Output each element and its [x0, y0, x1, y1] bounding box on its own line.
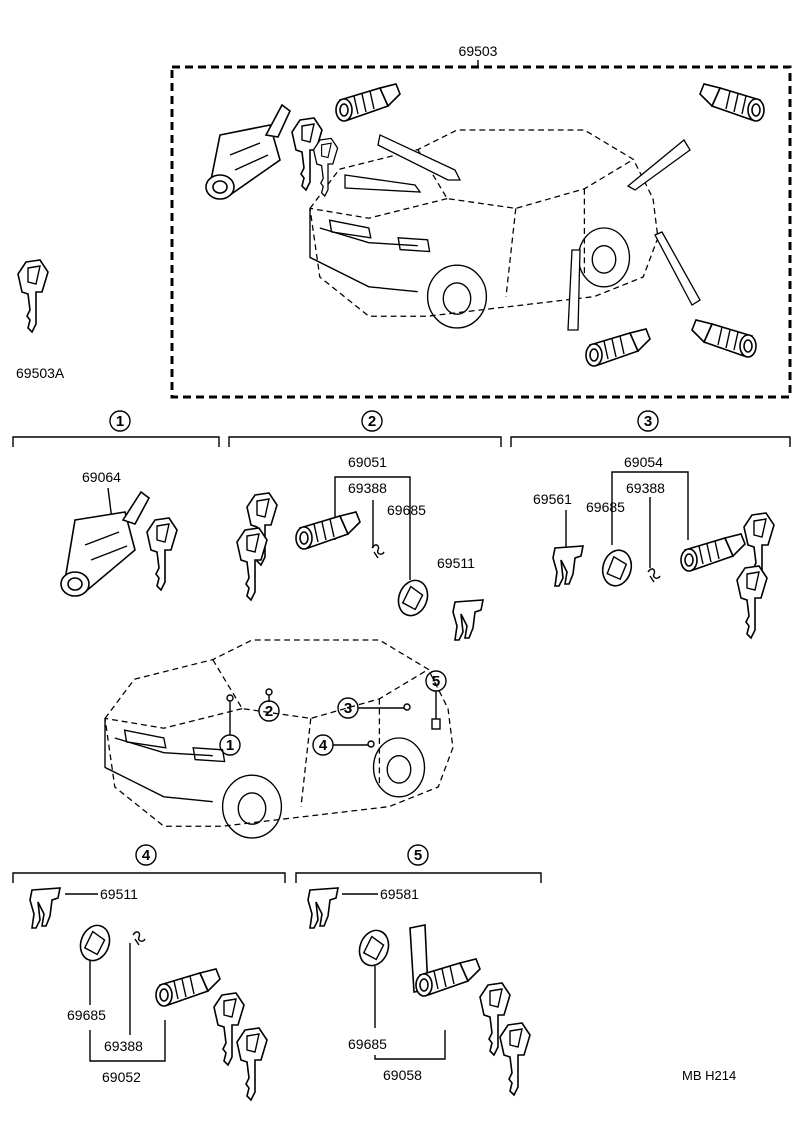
part-69581: 69581: [380, 886, 419, 902]
section-2-marker: 2: [368, 413, 376, 430]
cylinder-top-d: [691, 319, 757, 358]
spring-s4: [132, 931, 146, 946]
key-label: 69503A: [16, 365, 65, 381]
ignition-top: [205, 103, 291, 200]
cylinder-s4: [155, 968, 221, 1007]
part-69561: 69561: [533, 491, 572, 507]
part-69388-s4: 69388: [104, 1038, 143, 1054]
key-s2-2: [236, 527, 268, 601]
assembly-box: [170, 65, 792, 399]
footer-code: MB H214: [682, 1068, 736, 1083]
part-69388-s3: 69388: [626, 480, 665, 496]
key-s3-2: [736, 565, 768, 639]
car-marker-5: 5: [432, 673, 440, 690]
car-marker-4: 4: [319, 737, 328, 754]
ignition-s1: [60, 490, 151, 597]
cylinder-top-c: [585, 328, 651, 367]
cylinder-top-b: [699, 83, 765, 122]
retainer-s4: [29, 887, 61, 929]
cylinder-s3: [680, 533, 746, 572]
car-marker-1: 1: [226, 737, 234, 754]
key-s1: [146, 517, 178, 591]
key-69503A: [17, 259, 49, 333]
section-4-marker: 4: [142, 847, 151, 864]
spring-s3: [647, 568, 661, 583]
cylinder-top-a: [335, 83, 401, 122]
key-s5-2: [499, 1022, 531, 1096]
assembly-label: 69503: [459, 43, 498, 59]
key-s4-2: [236, 1027, 268, 1101]
part-69511-s2: 69511: [437, 555, 475, 571]
part-69388-s2: 69388: [348, 480, 387, 496]
part-69054: 69054: [624, 454, 663, 470]
part-69685-s5: 69685: [348, 1036, 387, 1052]
car-marker-2: 2: [265, 703, 273, 720]
part-69511-s4: 69511: [100, 886, 138, 902]
cylinder-s2: [295, 511, 361, 550]
retainer-s3: [552, 545, 584, 587]
part-69051: 69051: [348, 454, 387, 470]
pad-s5: [353, 925, 395, 971]
retainer-s5: [307, 887, 339, 929]
spring-s2: [371, 544, 385, 559]
part-69052: 69052: [102, 1069, 141, 1085]
pad-s3: [598, 546, 636, 590]
part-69058: 69058: [383, 1067, 422, 1083]
pad-s4: [74, 920, 116, 966]
car-middle: [104, 639, 454, 839]
part-69685-s4: 69685: [67, 1007, 106, 1023]
key-top-2: [312, 137, 339, 197]
car-top: [309, 129, 659, 329]
part-69685-s3: 69685: [586, 499, 625, 515]
pad-s2: [392, 575, 434, 621]
section-1-marker: 1: [116, 413, 124, 430]
retainer-s2: [452, 599, 484, 641]
car-marker-3: 3: [344, 700, 352, 717]
part-69064: 69064: [82, 469, 121, 485]
section-5-marker: 5: [414, 847, 422, 864]
section-3-marker: 3: [644, 413, 652, 430]
part-69685-s2: 69685: [387, 502, 426, 518]
